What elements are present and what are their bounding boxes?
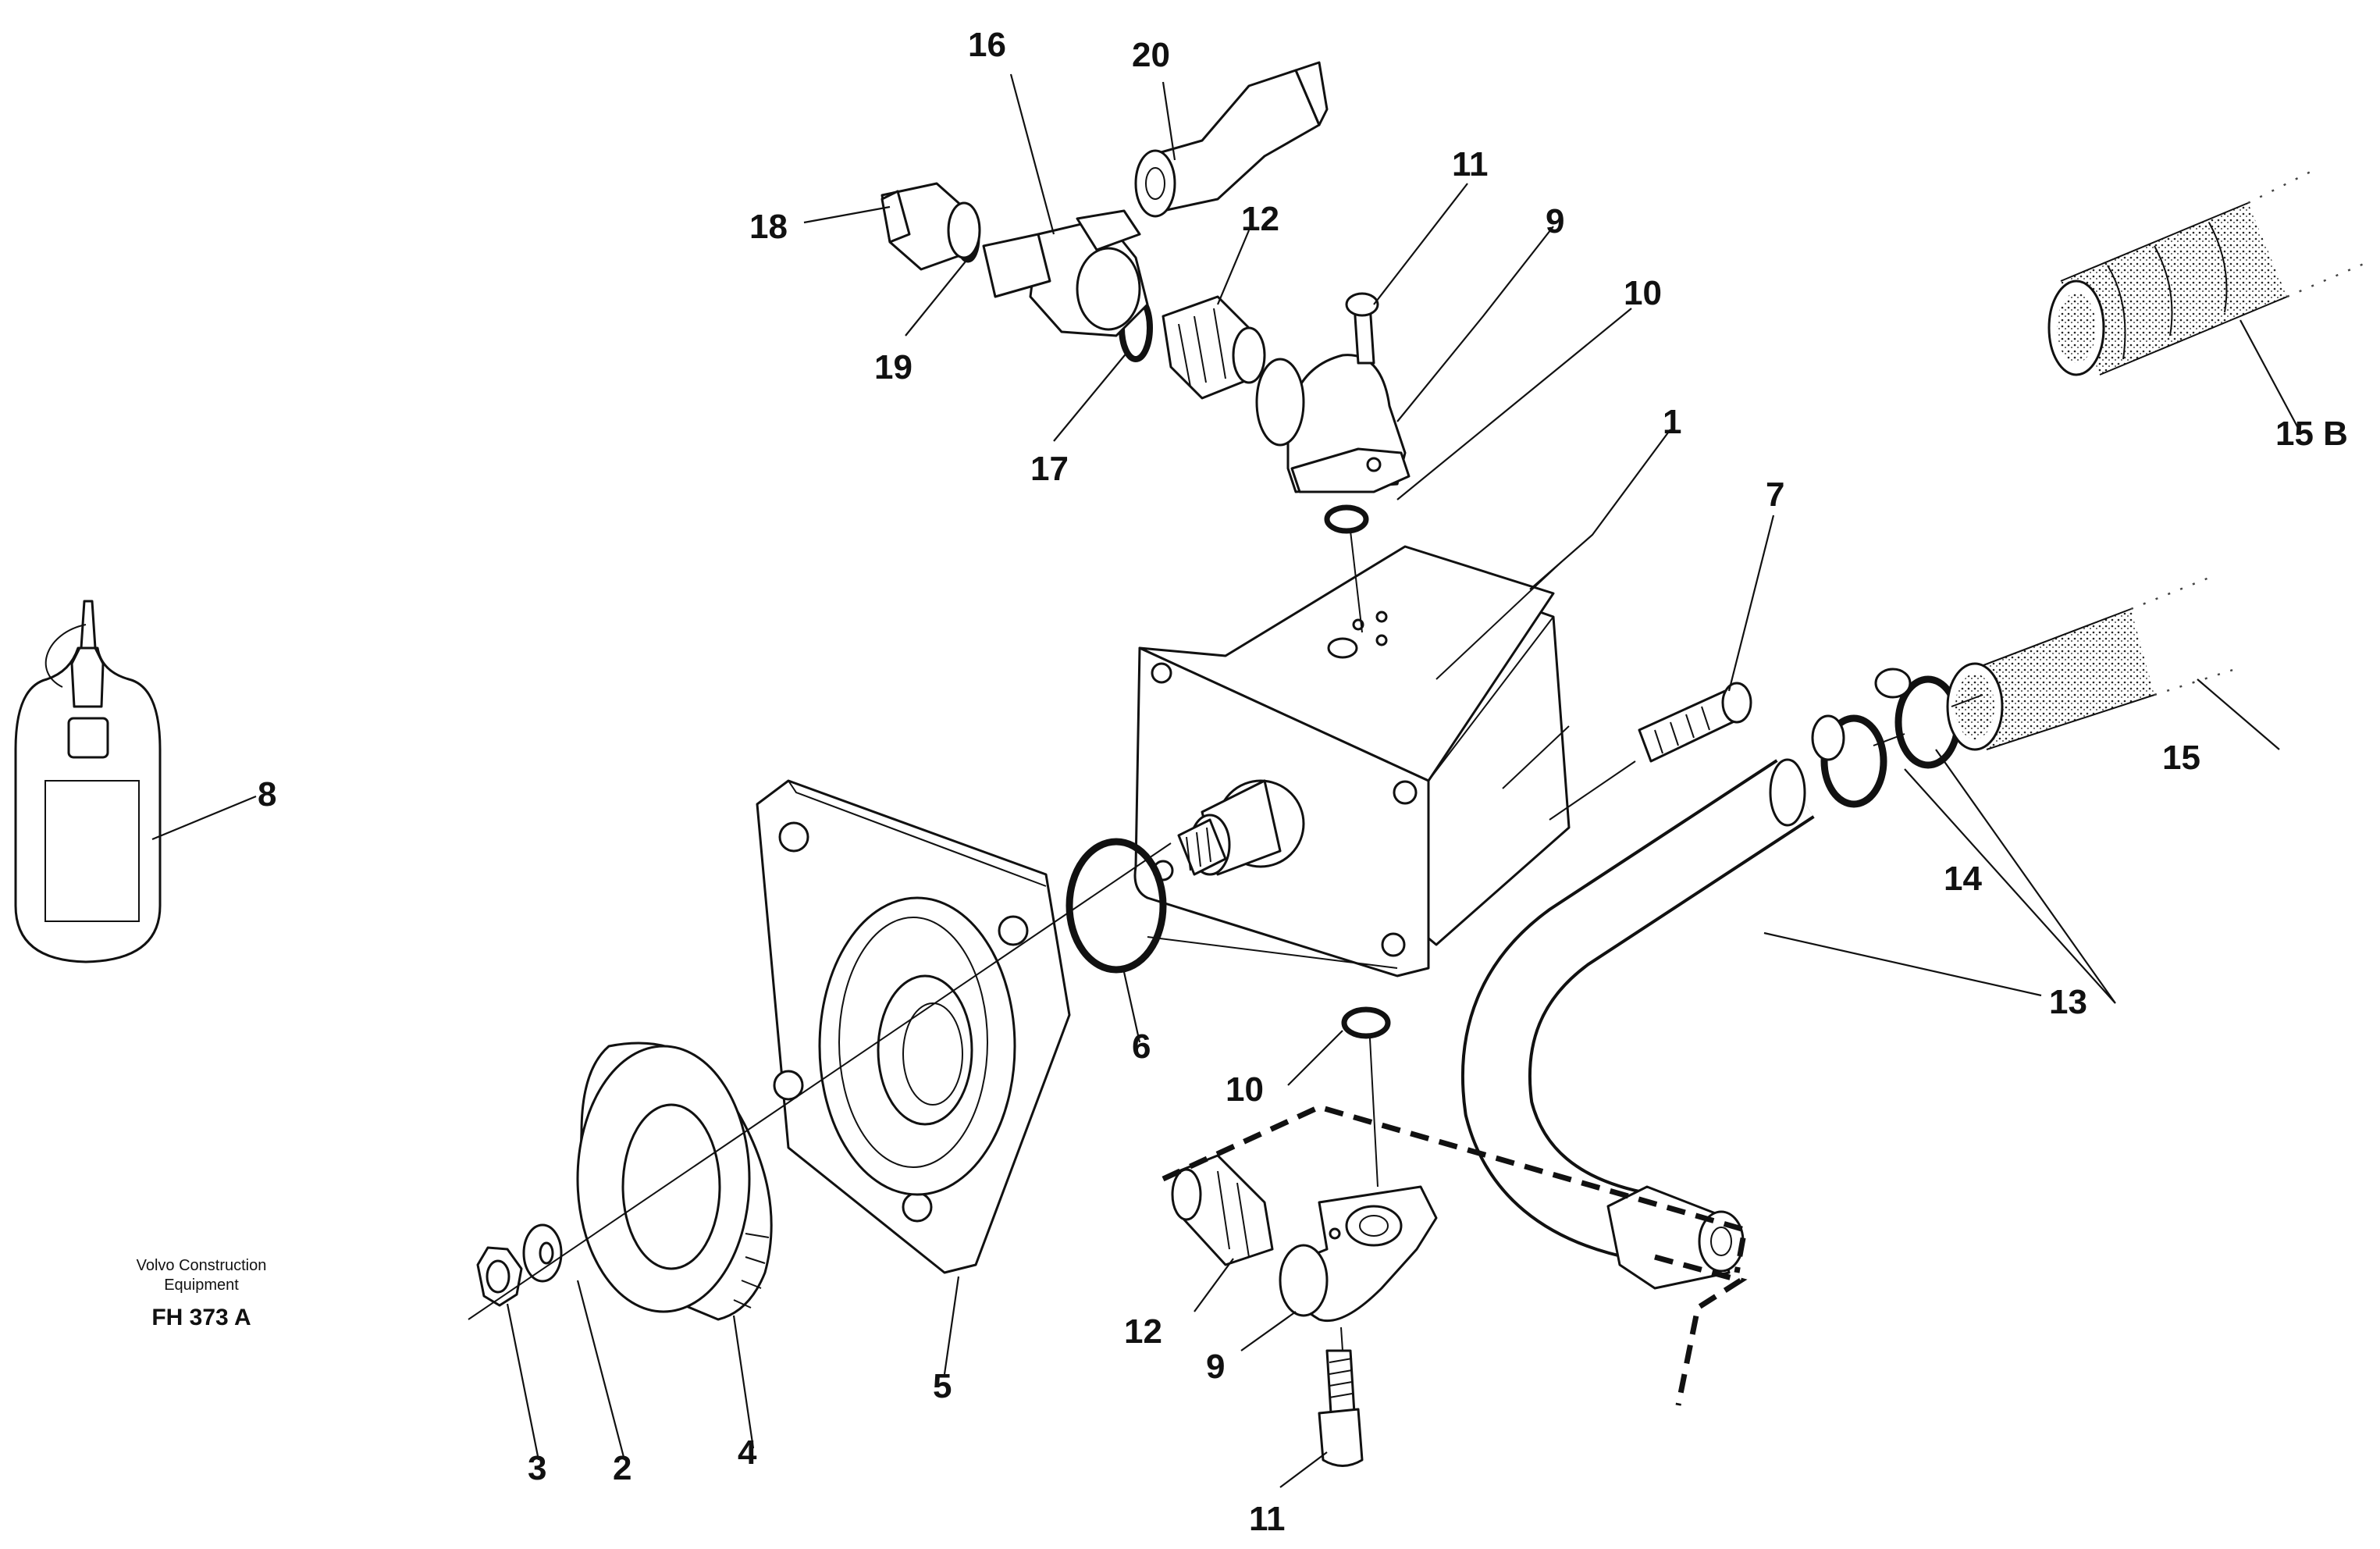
elbow-fitting-bottom xyxy=(1279,1185,1438,1323)
company-name: Volvo Construction xyxy=(137,1257,267,1274)
callout-3: 3 xyxy=(528,1449,546,1487)
axis-bottom-screw xyxy=(1340,1326,1343,1351)
elbow-fitting-top xyxy=(1255,354,1411,493)
axis-clamps xyxy=(1873,694,1983,746)
pump-housing xyxy=(1133,545,1571,977)
callout-4: 4 xyxy=(738,1433,757,1472)
axis-flange xyxy=(1147,936,1398,969)
callout-15b: 15 B xyxy=(2275,415,2348,453)
callout-5: 5 xyxy=(933,1367,952,1405)
loctite-bottle xyxy=(14,600,162,963)
hex-nut xyxy=(476,1246,523,1307)
callout-9-top: 9 xyxy=(1546,202,1564,240)
hose-clamp-a xyxy=(1811,714,1887,808)
protective-sleeve-15 xyxy=(1946,576,2241,751)
leader-lines xyxy=(151,73,2300,1488)
callout-15: 15 xyxy=(2162,739,2200,777)
callout-7: 7 xyxy=(1766,475,1784,514)
callout-18: 18 xyxy=(749,208,788,246)
callout-6: 6 xyxy=(1132,1027,1151,1066)
protective-sleeve-15b xyxy=(2047,166,2370,376)
mounting-flange xyxy=(756,779,1071,1274)
callout-11-bottom: 11 xyxy=(1249,1500,1286,1538)
o-ring-10-bottom xyxy=(1341,1006,1391,1039)
callout-2: 2 xyxy=(613,1449,631,1487)
callout-20: 20 xyxy=(1132,36,1170,74)
callout-1: 1 xyxy=(1663,403,1681,441)
adapter-fitting-12-top xyxy=(1162,295,1266,400)
axis-screw-7 xyxy=(1549,760,1636,821)
callout-8: 8 xyxy=(258,775,276,814)
axis-vertical-top xyxy=(1350,530,1363,633)
hose-end-20 xyxy=(1134,61,1329,218)
callout-9-bottom: 9 xyxy=(1206,1348,1225,1386)
cap-screw-11-top xyxy=(1345,292,1379,365)
o-ring-10-top xyxy=(1324,504,1369,534)
callout-16: 16 xyxy=(968,26,1006,64)
adapter-fitting-18 xyxy=(880,182,981,271)
callout-17: 17 xyxy=(1030,450,1069,488)
callout-10-top: 10 xyxy=(1624,274,1662,312)
callout-13: 13 xyxy=(2049,983,2087,1021)
callout-12-top: 12 xyxy=(1241,200,1279,238)
callout-19: 19 xyxy=(874,348,913,386)
adapter-fitting-12-bottom xyxy=(1171,1154,1274,1266)
tee-fitting-16 xyxy=(982,209,1149,337)
axis-vertical-bottom xyxy=(1369,1038,1379,1188)
axis-shaft xyxy=(468,842,1172,1320)
cap-screw-11-bottom xyxy=(1318,1349,1364,1467)
washer xyxy=(522,1223,563,1283)
callout-10-bottom: 10 xyxy=(1226,1070,1264,1109)
dashed-connection-bracket xyxy=(1162,1104,1749,1406)
callout-11-top: 11 xyxy=(1452,145,1489,183)
callout-12-bottom: 12 xyxy=(1124,1312,1162,1351)
cap-screw-7 xyxy=(1638,682,1752,763)
callout-14: 14 xyxy=(1944,860,1982,898)
company-name-line2: Equipment xyxy=(164,1277,239,1294)
drive-gear xyxy=(576,1042,773,1321)
o-ring-6 xyxy=(1065,838,1167,974)
figure-reference: Volvo Construction Equipment FH 373 A xyxy=(137,1257,267,1330)
hose-clamp-b xyxy=(1874,668,1962,769)
hydraulic-hose xyxy=(1460,758,1815,1290)
figure-code: FH 373 A xyxy=(151,1305,251,1330)
